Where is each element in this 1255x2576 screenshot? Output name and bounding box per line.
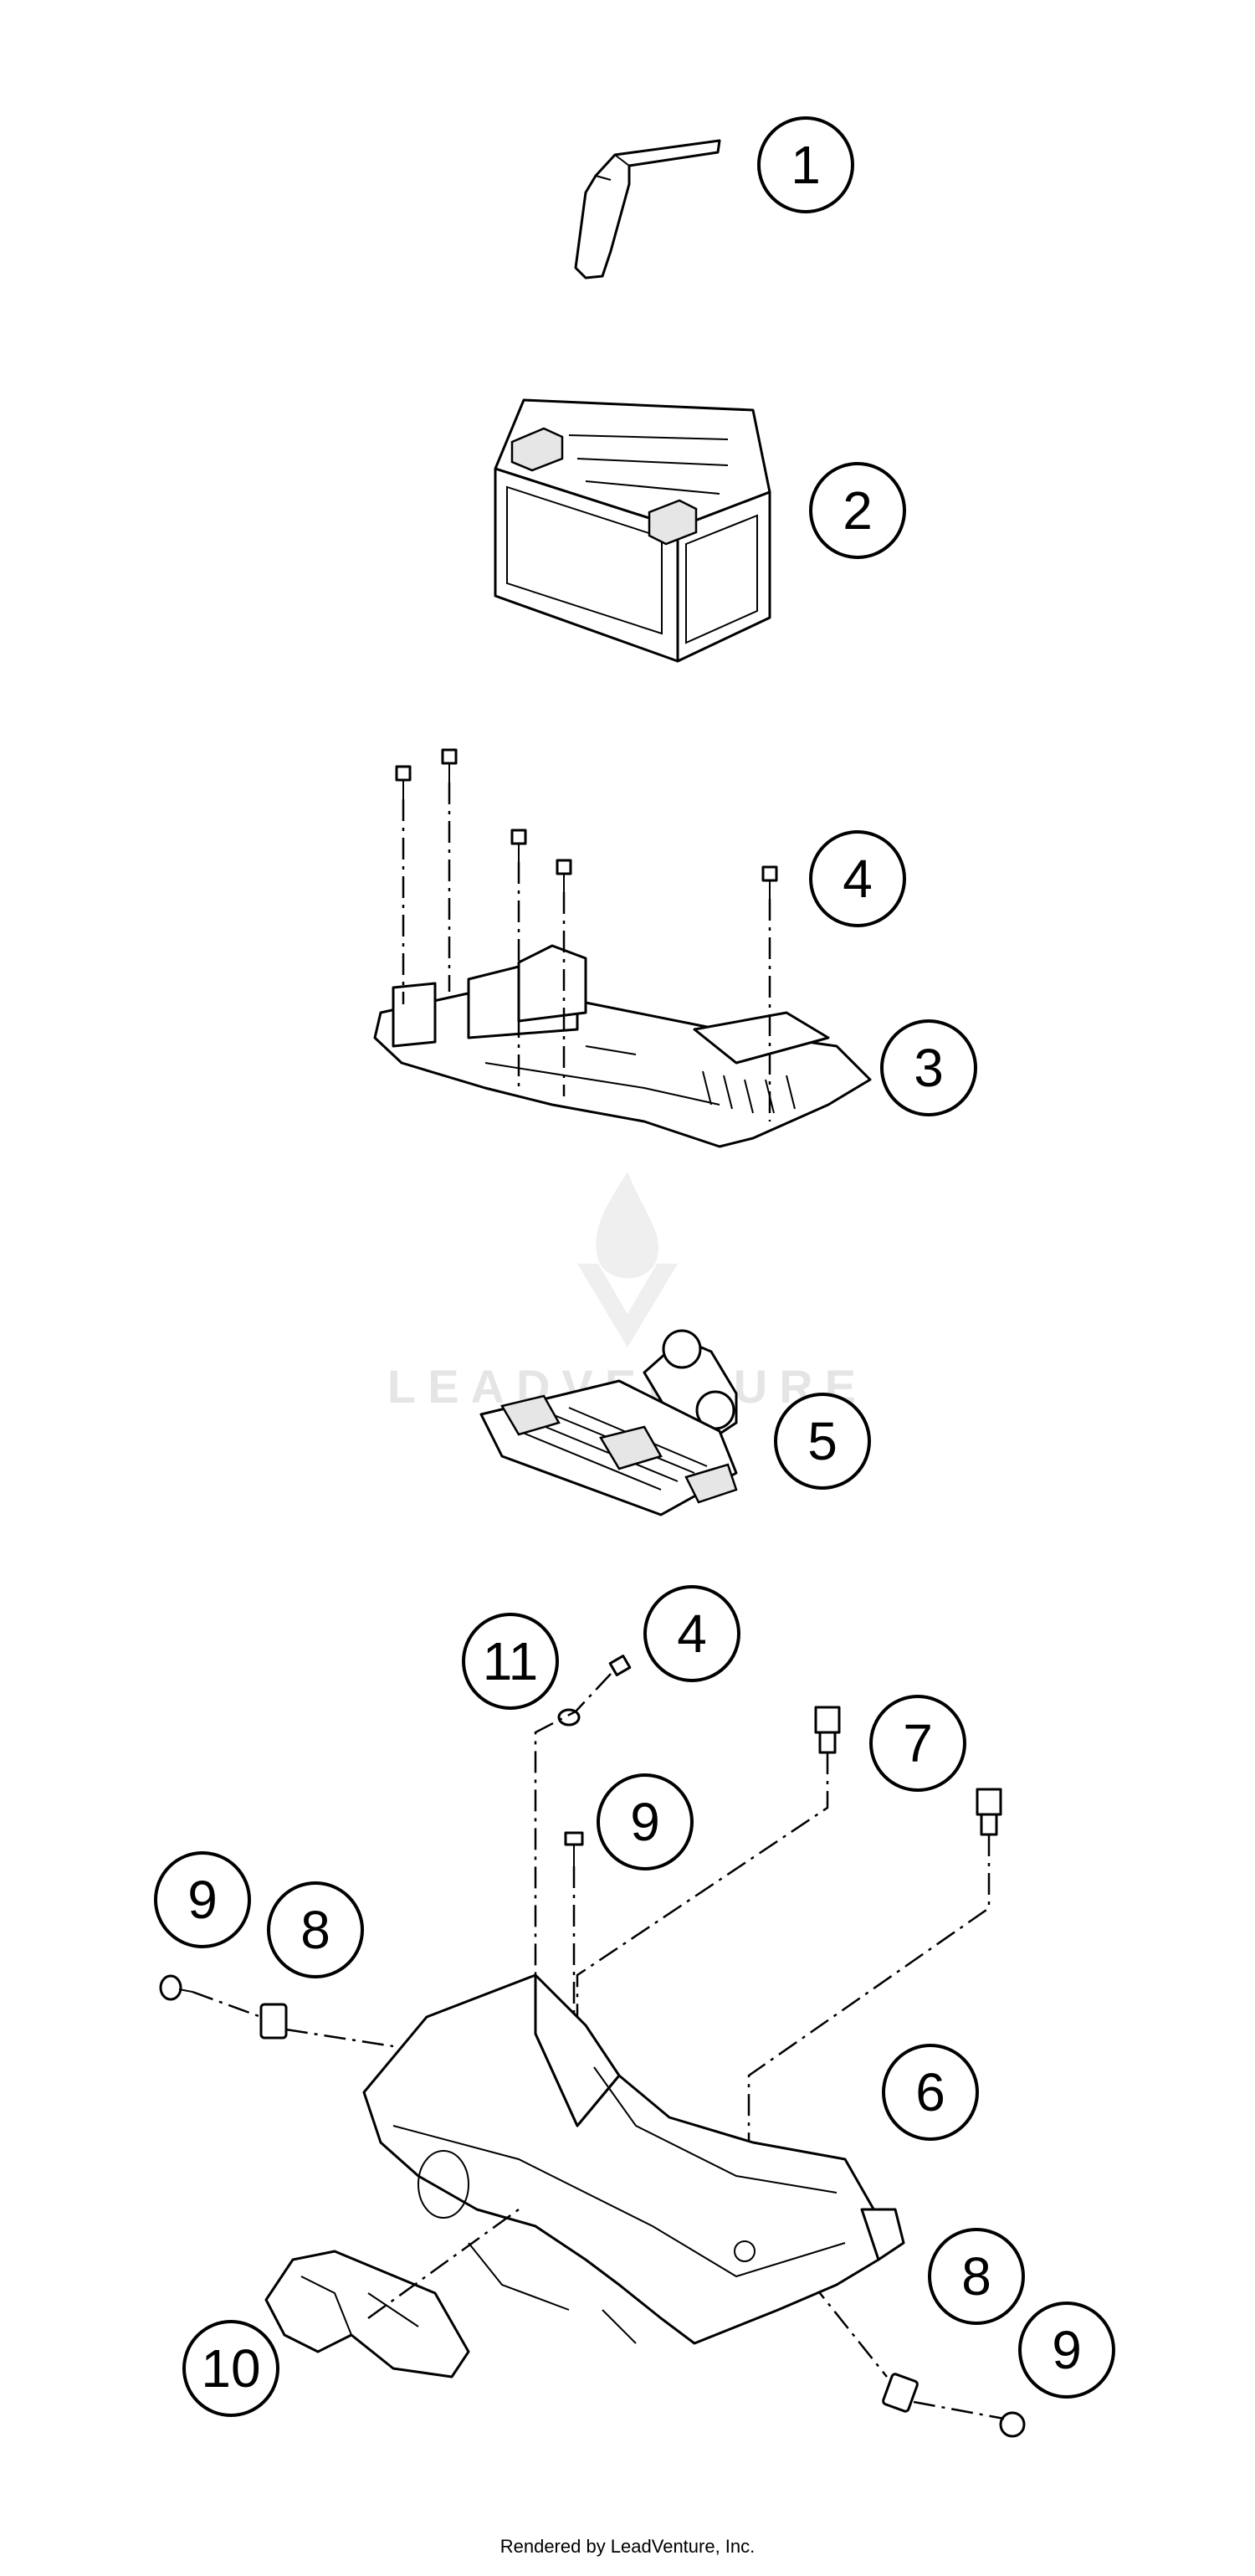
screw[interactable] [608, 1655, 632, 1676]
callout-5-label: 5 [807, 1411, 838, 1471]
clip-nut[interactable] [882, 2373, 919, 2413]
callout-7-label: 7 [903, 1713, 933, 1773]
callout-11-label: 11 [483, 1631, 538, 1691]
part-1-battery-strap[interactable] [574, 139, 721, 280]
clip-nut[interactable] [259, 2003, 288, 2040]
callout-9-left[interactable]: 9 [154, 1851, 251, 1948]
callout-1-label: 1 [791, 135, 821, 195]
callout-4-lower[interactable]: 4 [643, 1585, 740, 1682]
callout-4-lower-label: 4 [677, 1604, 707, 1664]
callout-1[interactable]: 1 [757, 116, 854, 213]
callout-4-upper[interactable]: 4 [809, 830, 906, 927]
callout-3[interactable]: 3 [880, 1019, 977, 1116]
callout-9-right-label: 9 [1052, 2320, 1082, 2380]
washer[interactable] [557, 1708, 581, 1727]
callout-9-left-label: 9 [187, 1870, 218, 1930]
callout-9-center-label: 9 [630, 1792, 660, 1852]
callout-8-left[interactable]: 8 [267, 1881, 364, 1978]
callout-8-right-label: 8 [961, 2246, 991, 2307]
callout-10[interactable]: 10 [182, 2320, 279, 2417]
callout-5[interactable]: 5 [774, 1393, 871, 1490]
screw[interactable] [510, 829, 527, 862]
bolt[interactable] [976, 1788, 1002, 1836]
part-2-battery[interactable] [494, 398, 771, 663]
callout-7[interactable]: 7 [869, 1695, 966, 1792]
watermark-flame-icon [596, 1172, 659, 1279]
callout-6-label: 6 [915, 2062, 945, 2122]
bolt[interactable] [814, 1706, 841, 1754]
watermark-v-icon [577, 1264, 678, 1347]
screw[interactable] [159, 1974, 193, 2001]
screw[interactable] [395, 765, 412, 799]
screw[interactable] [564, 1831, 584, 1866]
callout-10-label: 10 [201, 2338, 260, 2399]
callout-11[interactable]: 11 [462, 1613, 559, 1710]
screw[interactable] [441, 748, 458, 783]
callout-9-right[interactable]: 9 [1018, 2301, 1115, 2399]
footer-credit: Rendered by LeadVenture, Inc. [499, 2536, 756, 2557]
callout-4-upper-label: 4 [843, 849, 873, 909]
callout-6[interactable]: 6 [882, 2044, 979, 2141]
callout-8-left-label: 8 [300, 1900, 330, 1960]
part-5-regulator[interactable] [479, 1329, 738, 1516]
holder-screws[interactable] [395, 748, 778, 1121]
callout-9-center[interactable]: 9 [597, 1773, 694, 1870]
screw[interactable] [556, 859, 572, 892]
callout-2[interactable]: 2 [809, 462, 906, 559]
screw[interactable] [999, 2411, 1026, 2438]
part-10-cover[interactable] [264, 2208, 520, 2378]
callout-8-right[interactable]: 8 [928, 2228, 1025, 2325]
screw[interactable] [761, 865, 778, 899]
part-6-housing[interactable] [362, 1973, 905, 2345]
watermark: LEADVENTURE [387, 1172, 856, 1413]
callout-3-label: 3 [914, 1038, 944, 1098]
callout-2-label: 2 [843, 480, 873, 541]
part-3-battery-holder[interactable] [373, 944, 872, 1148]
